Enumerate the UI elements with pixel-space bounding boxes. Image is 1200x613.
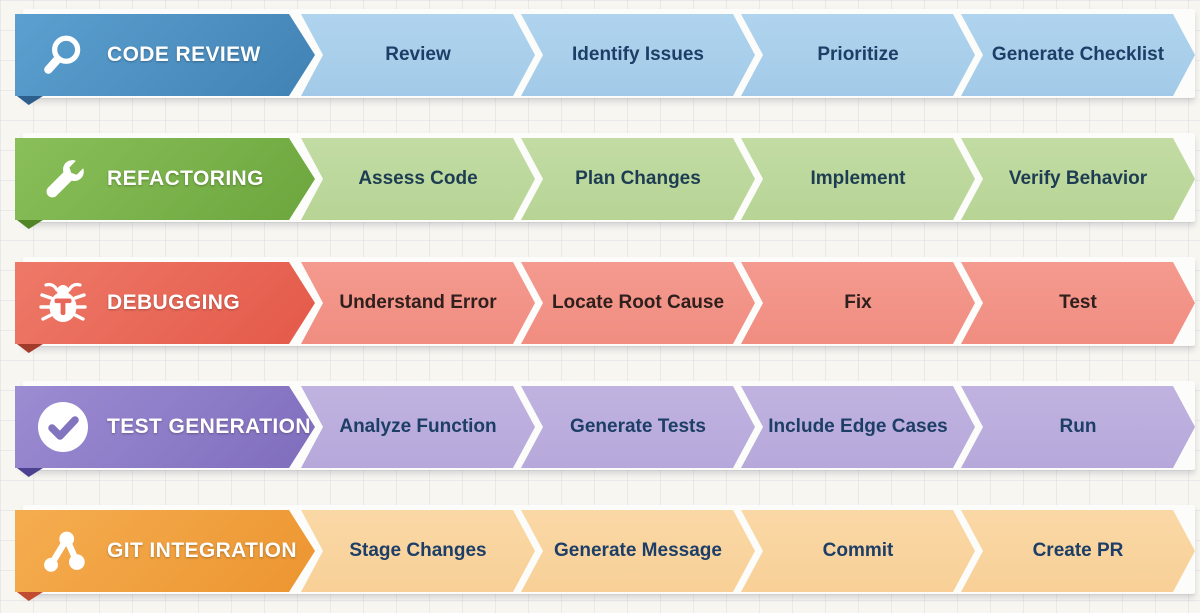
step-chevron: Identify Issues — [521, 14, 755, 96]
step-chevron: Assess Code — [301, 138, 535, 220]
workflow-row-code-review: CODE REVIEW Review Identify Issues Prior… — [15, 9, 1195, 105]
magnifier-icon — [37, 29, 89, 81]
bug-icon — [37, 277, 89, 329]
git-integration-header: GIT INTEGRATION — [15, 510, 315, 592]
step-chevron: Prioritize — [741, 14, 975, 96]
step-chevron: Generate Message — [521, 510, 755, 592]
step-chevron: Analyze Function — [301, 386, 535, 468]
step-chevron: Verify Behavior — [961, 138, 1195, 220]
ribbon-fold — [17, 344, 43, 353]
step-chevron: Generate Checklist — [961, 14, 1195, 96]
step-chevron: Generate Tests — [521, 386, 755, 468]
step-chevron: Understand Error — [301, 262, 535, 344]
step-chevron: Review — [301, 14, 535, 96]
step-chevron: Fix — [741, 262, 975, 344]
step-chevron: Implement — [741, 138, 975, 220]
step-chevron: Stage Changes — [301, 510, 535, 592]
row-title: CODE REVIEW — [107, 43, 261, 66]
test-generation-header: TEST GENERATION — [15, 386, 315, 468]
step-chevron: Plan Changes — [521, 138, 755, 220]
ribbon-fold — [17, 468, 43, 477]
ribbon-fold — [17, 220, 43, 229]
ribbon-fold — [17, 96, 43, 105]
ribbon-fold — [17, 592, 43, 601]
workflow-row-refactoring: REFACTORING Assess Code Plan Changes Imp… — [15, 133, 1195, 229]
code-review-header: CODE REVIEW — [15, 14, 315, 96]
step-chevron: Include Edge Cases — [741, 386, 975, 468]
row-title: REFACTORING — [107, 167, 264, 190]
step-chevron: Create PR — [961, 510, 1195, 592]
workflow-row-debugging: DEBUGGING Understand Error Locate Root C… — [15, 257, 1195, 353]
git-branch-icon — [37, 525, 89, 577]
workflow-row-test-generation: TEST GENERATION Analyze Function Generat… — [15, 381, 1195, 477]
row-title: TEST GENERATION — [107, 415, 311, 438]
wrench-icon — [37, 153, 89, 205]
step-chevron: Run — [961, 386, 1195, 468]
step-chevron: Test — [961, 262, 1195, 344]
workflow-row-git-integration: GIT INTEGRATION Stage Changes Generate M… — [15, 505, 1195, 601]
step-chevron: Locate Root Cause — [521, 262, 755, 344]
refactoring-header: REFACTORING — [15, 138, 315, 220]
step-chevron: Commit — [741, 510, 975, 592]
row-title: GIT INTEGRATION — [107, 539, 297, 562]
row-title: DEBUGGING — [107, 291, 241, 314]
check-circle-icon — [37, 401, 89, 453]
debugging-header: DEBUGGING — [15, 262, 315, 344]
